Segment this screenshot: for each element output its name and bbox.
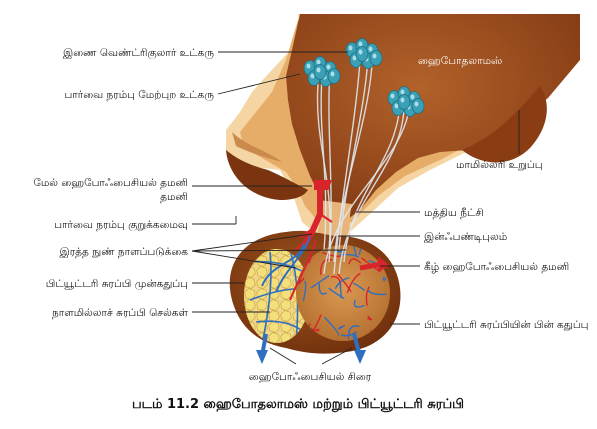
posterior-capillary-network	[296, 245, 387, 341]
label-anterior-pituitary: பிட்யூட்டரி சுரப்பி முன்கதுப்பு	[46, 278, 188, 290]
label-capillary-plexus: இரத்த நுண் நாளப்படுக்கை	[60, 246, 189, 258]
label-posterior-pituitary: பிட்யூட்டரி சுரப்பியின் பின் கதுப்பு	[424, 319, 589, 331]
optic-chiasma	[226, 150, 308, 200]
label-hypothalamus: ஹைபோதலாமஸ்	[418, 55, 503, 67]
label-optic-chiasma: பார்வை நரம்பு குறுக்கமைவு	[54, 219, 188, 233]
label-paraventricular-nucleus: பார்வை நரம்பு மேற்புற உட்கரு	[64, 89, 214, 101]
inferior-hypophyseal-artery	[359, 256, 390, 272]
portal-vessels	[261, 235, 317, 301]
label-supraoptic-nucleus: இணை வெண்ட்ரிகுலார் உட்கரு	[63, 47, 214, 61]
figure-caption: படம் 11.2 ஹைபோதலாமஸ் மற்றும் பிட்யூட்டரி…	[132, 397, 464, 412]
neuron-clusters	[303, 38, 425, 117]
label-superior-hypophyseal-artery: மேல் ஹைபோஃபைசியல் தமனி	[33, 177, 188, 189]
label-ductless-gland-cells: நாளமில்லாச் சுரப்பி செல்கள்	[52, 307, 189, 319]
leader-lines	[191, 51, 520, 365]
mammillary-body	[462, 86, 547, 163]
label-median-eminence: மத்திய நீட்சி	[424, 207, 484, 219]
label-mammillary-body: மாமில்லரி உறுப்பு	[456, 159, 543, 171]
axon-bundle	[316, 57, 411, 275]
label-superior-hypophyseal-artery-2: தமனி	[160, 191, 188, 203]
label-hypophyseal-vein: ஹைபோஃபைசியல் சிரை	[249, 371, 372, 383]
label-infundibulum: இன்ஃபண்டிபுலம்	[424, 231, 508, 243]
label-inferior-hypophyseal-artery: கீழ் ஹைபோஃபைசியல் தமனி	[424, 261, 570, 273]
hypophyseal-veins	[256, 333, 366, 364]
